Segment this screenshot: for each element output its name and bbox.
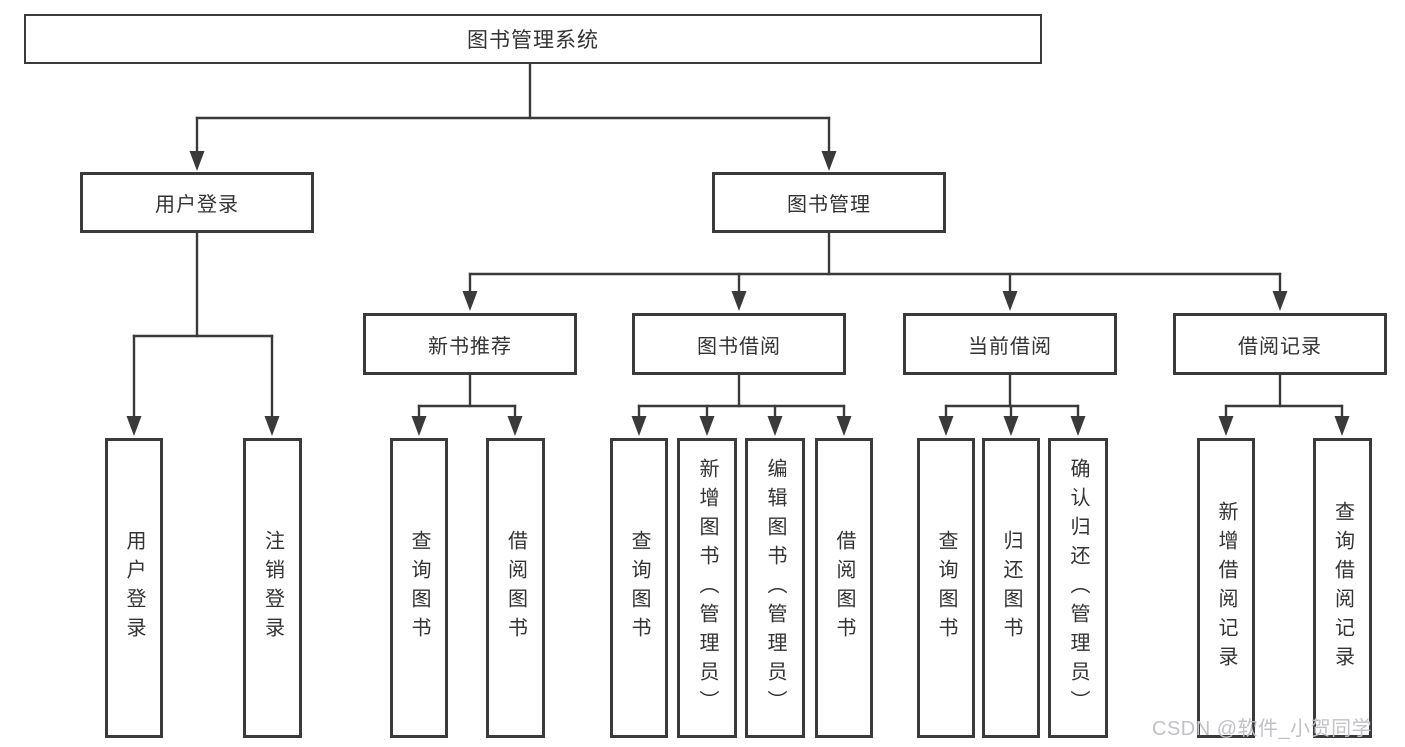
- leaf-query-books: 查询图书: [917, 438, 975, 738]
- leaf-query-borrow-records: 查询借阅记录: [1313, 438, 1372, 738]
- leaf-label: 确认归还（管理员）: [1067, 457, 1089, 719]
- leaf-label: 借阅图书: [833, 530, 855, 646]
- leaf-query-books: 查询图书: [390, 438, 448, 738]
- leaf-label: 编辑图书（管理员）: [764, 457, 786, 719]
- leaf-return-books: 归还图书: [982, 438, 1040, 738]
- node-label: 图书管理系统: [467, 29, 599, 52]
- node-book-management: 图书管理: [712, 172, 946, 233]
- node-new-book-recommend: 新书推荐: [363, 313, 577, 375]
- leaf-label: 查询借阅记录: [1331, 501, 1354, 675]
- leaf-label: 用户登录: [123, 530, 145, 646]
- leaf-label: 查询图书: [935, 530, 957, 646]
- leaf-edit-book-admin: 编辑图书（管理员）: [745, 438, 805, 738]
- leaf-add-book-admin: 新增图书（管理员）: [677, 438, 737, 738]
- leaf-label: 新增借阅记录: [1215, 501, 1237, 675]
- leaf-borrow-books: 借阅图书: [486, 438, 545, 738]
- leaf-user-login: 用户登录: [105, 438, 163, 738]
- leaf-label: 注销登录: [261, 530, 284, 646]
- node-label: 当前借阅: [968, 335, 1052, 358]
- node-user-login: 用户登录: [80, 172, 314, 233]
- leaf-add-borrow-record: 新增借阅记录: [1197, 438, 1255, 738]
- node-label: 图书管理: [787, 194, 871, 216]
- leaf-label: 查询图书: [408, 530, 430, 646]
- watermark: CSDN @软件_小贺同学: [1152, 718, 1373, 740]
- node-current-borrow: 当前借阅: [903, 313, 1117, 375]
- node-label: 借阅记录: [1238, 335, 1322, 358]
- leaf-borrow-books: 借阅图书: [815, 438, 873, 738]
- leaf-label: 归还图书: [1000, 530, 1022, 646]
- leaf-label: 新增图书（管理员）: [696, 457, 718, 719]
- leaf-logout: 注销登录: [243, 438, 302, 738]
- leaf-label: 查询图书: [628, 530, 650, 646]
- node-label: 图书借阅: [697, 335, 781, 358]
- node-library-management-system: 图书管理系统: [24, 14, 1042, 64]
- node-borrow-records: 借阅记录: [1173, 313, 1387, 375]
- node-book-borrow: 图书借阅: [632, 313, 846, 375]
- leaf-query-books: 查询图书: [610, 438, 668, 738]
- leaf-label: 借阅图书: [504, 530, 527, 646]
- leaf-confirm-return-admin: 确认归还（管理员）: [1048, 438, 1108, 738]
- node-label: 新书推荐: [428, 335, 512, 358]
- arrow-down-icons: [126, 151, 1350, 436]
- node-label: 用户登录: [155, 194, 239, 216]
